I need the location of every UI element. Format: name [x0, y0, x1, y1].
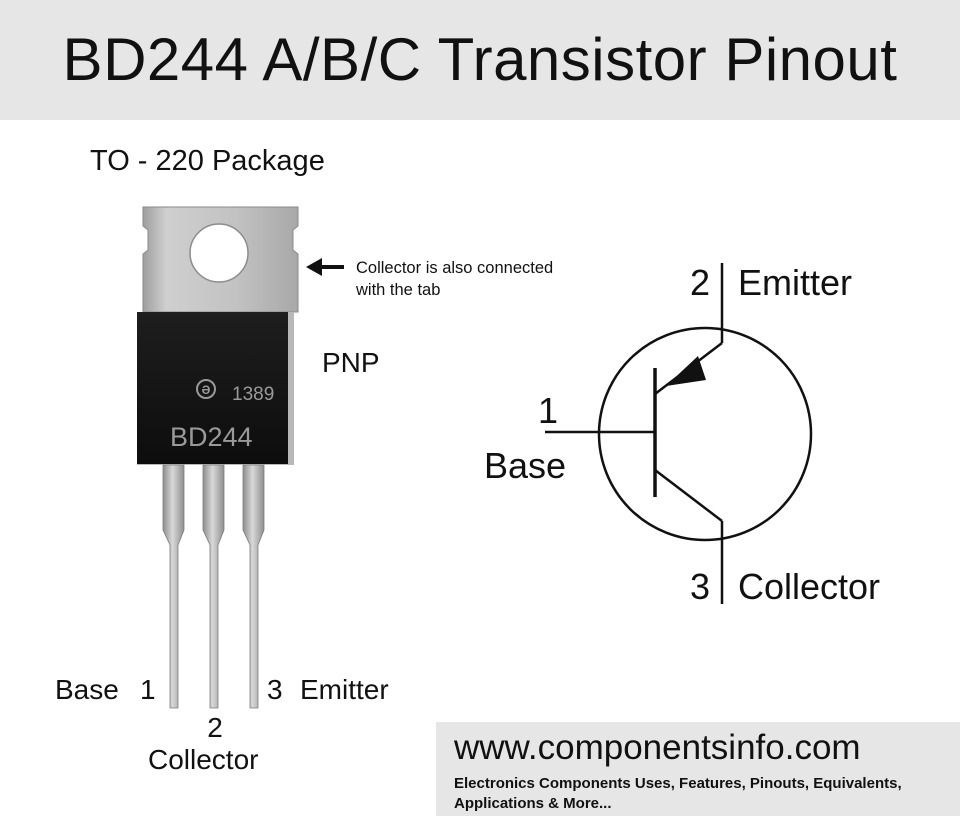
- symbol-base-label: Base: [484, 445, 567, 486]
- lead-emitter-label: Emitter: [300, 674, 389, 705]
- logo-glyph: Ə: [202, 383, 211, 397]
- symbol-envelope: [597, 326, 813, 542]
- lead-pin-1: [162, 464, 185, 709]
- package-label: TO - 220 Package: [90, 145, 325, 177]
- transistor-type-label: PNP: [322, 347, 380, 378]
- footer-banner: www.componentsinfo.com Electronics Compo…: [436, 722, 960, 816]
- page-title: BD244 A/B/C Transistor Pinout: [62, 26, 898, 93]
- marking-part: BD244: [170, 422, 253, 452]
- site-tagline: Electronics Components Uses, Features, P…: [454, 775, 902, 812]
- symbol-emitter-label: Emitter: [738, 262, 853, 303]
- lead-base-number: 1: [140, 674, 156, 705]
- symbol-collector-label: Collector: [738, 566, 881, 607]
- arrow-left-icon: [306, 258, 344, 276]
- transistor-body: Ə 1389 BD244: [137, 312, 294, 465]
- site-url: www.componentsinfo.com: [454, 728, 861, 767]
- lead-base-label: Base: [55, 674, 119, 705]
- collector-line: [654, 469, 723, 522]
- lead-pin-2: [202, 464, 225, 709]
- tab-note: Collector is also connected with the tab: [356, 259, 554, 299]
- lead-collector-number: 2: [207, 712, 223, 743]
- mounting-hole: [189, 223, 249, 283]
- header-bar: [0, 0, 960, 120]
- lead-emitter-number: 3: [267, 674, 283, 705]
- heatsink-tab: [142, 206, 299, 313]
- symbol-emitter-number: 2: [690, 262, 711, 303]
- manufacturer-logo-icon: [196, 379, 216, 399]
- lead-collector-label: Collector: [148, 744, 259, 775]
- marking-code: 1389: [232, 384, 274, 405]
- body-epoxy: [137, 312, 288, 464]
- lead-pin-3: [242, 464, 265, 709]
- emitter-arrow-icon: [666, 356, 706, 386]
- symbol-collector-number: 3: [690, 566, 711, 607]
- symbol-base-number: 1: [538, 390, 559, 431]
- pnp-schematic-symbol: [545, 263, 813, 604]
